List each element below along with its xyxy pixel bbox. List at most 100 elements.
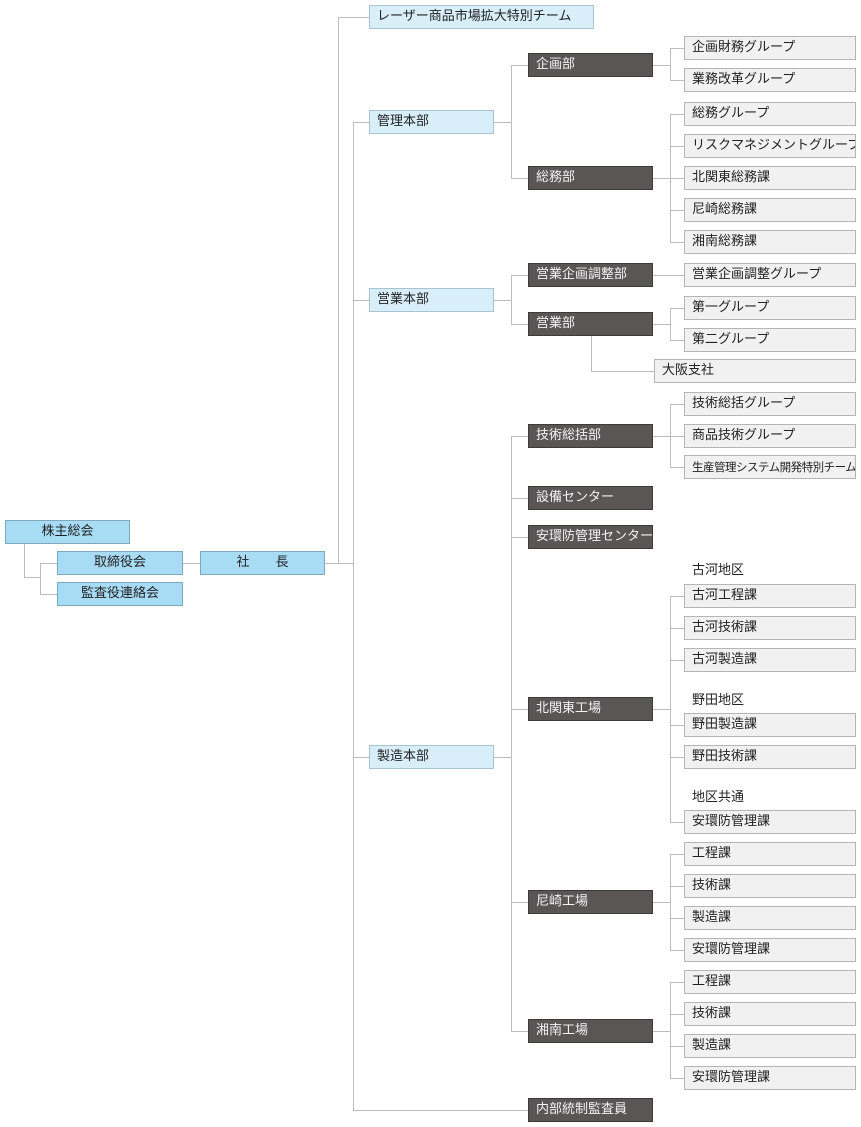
dept-safety-center: 安環防管理センター: [528, 525, 653, 549]
shareholders-meeting: 株主総会: [5, 520, 130, 544]
connector: [24, 544, 25, 578]
group-item: 技術総括グループ: [684, 392, 856, 416]
division-admin: 管理本部: [369, 110, 494, 134]
group-item: 安環防管理課: [684, 1066, 856, 1090]
connector: [653, 65, 670, 66]
connector: [670, 80, 684, 81]
area-label: 地区共通: [692, 790, 745, 805]
connector: [338, 17, 339, 564]
connector: [670, 854, 684, 855]
connector: [670, 1046, 684, 1047]
group-item: 古河工程課: [684, 584, 856, 608]
connector: [494, 757, 511, 758]
group-item: 古河製造課: [684, 648, 856, 672]
connector: [511, 178, 528, 179]
connector: [670, 822, 684, 823]
connector: [670, 1014, 684, 1015]
president: 社 長: [200, 551, 325, 575]
group-item: 総務グループ: [684, 102, 856, 126]
connector: [511, 65, 512, 179]
group-item: 営業企画調整グループ: [684, 263, 856, 287]
connector: [670, 886, 684, 887]
connector: [353, 757, 369, 758]
connector: [670, 982, 671, 1079]
connector: [511, 436, 512, 1032]
connector: [670, 404, 684, 405]
connector: [670, 725, 684, 726]
group-item: 製造課: [684, 1034, 856, 1058]
connector: [670, 982, 684, 983]
connector: [353, 300, 369, 301]
connector: [24, 577, 40, 578]
dept-tech-general: 技術総括部: [528, 424, 653, 448]
connector: [670, 114, 684, 115]
connector: [653, 902, 670, 903]
dept-general-affairs: 総務部: [528, 166, 653, 190]
group-item: 古河技術課: [684, 616, 856, 640]
connector: [670, 950, 684, 951]
group-item: 野田製造課: [684, 713, 856, 737]
connector: [670, 178, 684, 179]
connector: [653, 709, 670, 710]
group-item: 業務改革グループ: [684, 68, 856, 92]
internal-auditor: 内部統制監査員: [528, 1098, 653, 1122]
connector: [670, 340, 684, 341]
group-item: 商品技術グループ: [684, 424, 856, 448]
dept-sales: 営業部: [528, 312, 653, 336]
group-item: 工程課: [684, 970, 856, 994]
division-sales: 営業本部: [369, 288, 494, 312]
connector: [511, 1031, 528, 1032]
connector: [670, 146, 684, 147]
connector: [653, 436, 670, 437]
connector: [511, 537, 528, 538]
connector: [353, 1110, 528, 1111]
board-of-directors: 取締役会: [57, 551, 183, 575]
connector: [40, 594, 57, 595]
group-item: 生産管理システム開発特別チーム: [684, 455, 856, 479]
group-item: 第二グループ: [684, 328, 856, 352]
connector: [670, 436, 684, 437]
connector: [511, 275, 528, 276]
osaka-branch: 大阪支社: [654, 359, 856, 383]
connector: [353, 122, 354, 1111]
group-item: 技術課: [684, 1002, 856, 1026]
connector: [511, 65, 528, 66]
connector: [653, 275, 684, 276]
plant-shonan: 湘南工場: [528, 1019, 653, 1043]
plant-amagasaki: 尼崎工場: [528, 890, 653, 914]
connector: [670, 210, 684, 211]
connector: [511, 275, 512, 325]
connector: [670, 308, 684, 309]
connector: [670, 308, 671, 341]
connector: [653, 1031, 670, 1032]
group-item: 工程課: [684, 842, 856, 866]
connector: [494, 122, 511, 123]
connector: [670, 854, 671, 951]
plant-kitakanto: 北関東工場: [528, 697, 653, 721]
group-item: リスクマネジメントグループ: [684, 134, 856, 158]
connector: [338, 17, 369, 18]
connector: [653, 324, 670, 325]
connector: [670, 48, 684, 49]
connector: [670, 660, 684, 661]
connector: [670, 757, 684, 758]
connector: [670, 596, 671, 823]
group-item: 野田技術課: [684, 745, 856, 769]
connector: [653, 178, 670, 179]
group-item: 尼崎総務課: [684, 198, 856, 222]
auditors-liaison-meeting: 監査役連絡会: [57, 582, 183, 606]
group-item: 技術課: [684, 874, 856, 898]
connector: [670, 242, 684, 243]
connector: [511, 902, 528, 903]
dept-sales-planning: 営業企画調整部: [528, 263, 653, 287]
connector: [670, 918, 684, 919]
group-item: 第一グループ: [684, 296, 856, 320]
connector: [670, 596, 684, 597]
connector: [511, 436, 528, 437]
connector: [40, 563, 41, 595]
group-item: 製造課: [684, 906, 856, 930]
group-item: 安環防管理課: [684, 938, 856, 962]
area-label: 野田地区: [692, 693, 745, 708]
connector: [670, 48, 671, 81]
connector: [325, 563, 353, 564]
